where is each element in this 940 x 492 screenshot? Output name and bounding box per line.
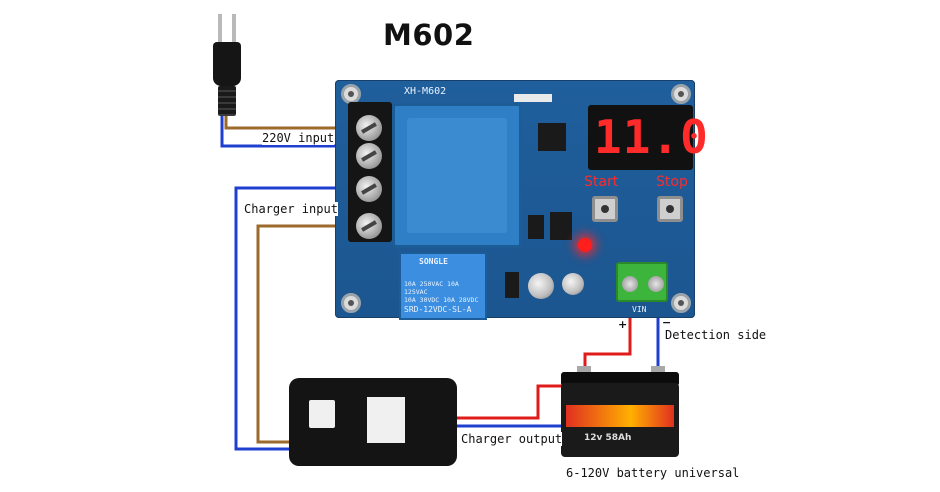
- terminal-screw-3[interactable]: [356, 176, 382, 202]
- detection-screw-minus[interactable]: [648, 276, 664, 292]
- transformer: [392, 103, 522, 248]
- mount-hole-top-left: [341, 84, 361, 104]
- charger-label-plate: [367, 397, 405, 443]
- led-display: [588, 105, 693, 170]
- capacitor-1: [528, 273, 554, 299]
- status-led-icon: [578, 238, 592, 252]
- label-detection-side: Detection side: [665, 328, 767, 342]
- charger-socket: [309, 400, 335, 428]
- label-battery-universal: 6-120V battery universal: [566, 466, 740, 480]
- detection-red-wire: [583, 302, 632, 372]
- ac-blue-wire: [220, 116, 360, 148]
- relay-brand: SONGLE: [419, 257, 448, 266]
- diagram-title: M602: [383, 18, 475, 52]
- terminal-screw-4[interactable]: [356, 213, 382, 239]
- stop-label: Stop: [656, 174, 688, 190]
- ac-plug-icon: [213, 42, 241, 86]
- relay: SONGLE 10A 250VAC 10A 125VAC 10A 30VDC 1…: [399, 252, 487, 320]
- label-charger-input: Charger input: [244, 202, 338, 216]
- plug-prong-right: [232, 14, 236, 42]
- board-model-label: XH-M602: [404, 86, 447, 97]
- terminal-screw-2[interactable]: [356, 143, 382, 169]
- start-button[interactable]: [592, 196, 618, 222]
- relay-spec-1: 10A 250VAC 10A 125VAC: [404, 280, 459, 296]
- battery-minus-terminal: [651, 366, 665, 374]
- terminal-vin-label: VIN: [632, 305, 647, 314]
- ic-chip: [538, 123, 566, 151]
- plug-strain-relief: [218, 86, 236, 116]
- charger-input-brown-wire: [256, 224, 360, 444]
- plug-prong-left: [218, 14, 222, 42]
- stop-button[interactable]: [657, 196, 683, 222]
- mount-hole-bottom-left: [341, 293, 361, 313]
- start-label: Start: [584, 174, 619, 190]
- battery-label-band: [566, 405, 674, 427]
- mosfet-chip: [550, 212, 572, 240]
- label-charger-output: Charger output: [461, 432, 563, 446]
- battery-lid: [561, 372, 679, 386]
- display-reading: 11.0: [594, 110, 709, 164]
- battery-plus-terminal: [577, 366, 591, 374]
- ac-brown-wire: [224, 116, 360, 130]
- relay-model: SRD-12VDC-SL-A: [404, 305, 472, 314]
- regulator-chip: [528, 215, 544, 239]
- charger-input-blue-wire: [234, 186, 360, 451]
- terminal-plus-sign: +: [618, 318, 628, 331]
- capacitor-2: [562, 273, 584, 295]
- charger-output-red-wire: [457, 384, 580, 420]
- label-220v-input: 220V input: [262, 131, 335, 145]
- battery-rating: 12v 58Ah: [584, 433, 632, 443]
- diode-chip: [505, 272, 519, 298]
- mount-hole-bottom-right: [671, 293, 691, 313]
- mount-hole-top-right: [671, 84, 691, 104]
- terminal-screw-1[interactable]: [356, 115, 382, 141]
- terminal-minus-sign: −: [662, 316, 672, 329]
- detection-screw-plus[interactable]: [622, 276, 638, 292]
- pin-header: [514, 94, 552, 102]
- relay-spec-2: 10A 30VDC 10A 28VDC: [404, 296, 479, 304]
